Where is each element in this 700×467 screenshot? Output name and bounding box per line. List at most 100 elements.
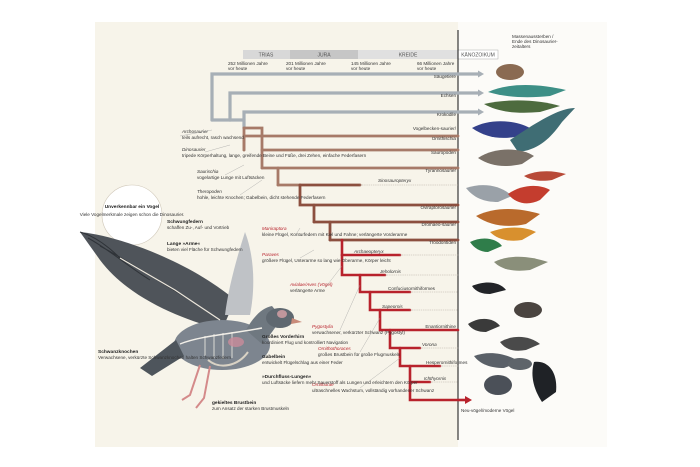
taxon-hesperornithiformes: Hesperornithiformes [426, 360, 468, 365]
pigeon-body [174, 320, 270, 370]
right-wing [225, 232, 254, 315]
ornithomimid-silhouette [466, 185, 512, 202]
lung-organ [228, 337, 244, 347]
trait-saurischia-title: Saurischia [197, 169, 219, 174]
pigeon-tail [140, 340, 184, 376]
taxon-saeugetiere: Säugetiere [434, 74, 457, 79]
bubble-text: Viele Vogelmerkmale zeigen schon die Din… [80, 212, 185, 217]
label-lange-arme-text: bieten viel Fläche für Schwungfedern [167, 247, 243, 252]
time-252: 252 Millionen Jahre [228, 61, 268, 66]
time-252-sub: vor heute [228, 66, 248, 71]
taxon-confuciusornithiformes: Confuciusornithiformes [388, 286, 436, 291]
label-schwungfedern-title: Schwungfedern [167, 219, 203, 225]
trait-pygostylia-title: Pygostylia [312, 324, 333, 329]
taxon-sauropoden: Sauropoden [431, 150, 456, 155]
time-66: 66 Millionen Jahre [417, 61, 455, 66]
time-145: 145 Millionen Jahre [351, 61, 391, 66]
arrow-saeugetiere [478, 70, 484, 78]
trait-dinosaurier-title: Dinosaurier [182, 147, 206, 152]
trait-ornithothoraces-text: großes Brustbein für große Flugmuskeln [318, 352, 401, 357]
sauropod-silhouette [510, 108, 575, 152]
trait-theropoden-text: hohle, leichte Knochen; Gabelbein, dicht… [197, 195, 326, 200]
trait-avialae-title: Avialae/Aves (Vögel) [289, 282, 333, 287]
taxon-ornithischia: Ornithischia [432, 136, 457, 141]
arrow-moderne-voegel [465, 396, 472, 404]
ornithischian-silhouette [472, 121, 530, 138]
period-bar: TRIAS JURA KREIDE KÄNOZOIKUM [243, 49, 499, 60]
taxon-krokodile: Krokodile [437, 112, 457, 117]
trait-ornithurae-title: Ornithurae [312, 382, 334, 387]
trait-maniraptora-title: Maniraptora [262, 226, 287, 231]
taxon-archaeopteryx: Archaeopteryx [353, 249, 384, 254]
phylogenetic-tree [210, 72, 480, 402]
label-vorderhirn-title: Großes Vorderhirn [262, 334, 304, 340]
ichthyornis-silhouette [508, 358, 532, 370]
extinction-label-3: zeitalters [512, 44, 531, 49]
jeholornis-silhouette [494, 256, 548, 271]
label-lungen-text: und Luftsäcke liefern mehr Sauerstoff al… [262, 380, 418, 385]
trait-maniraptora-text: kleine Flügel, Konturfedern mit Kiel und… [262, 232, 408, 237]
taxon-sapeornis: Sapeornis [382, 304, 403, 309]
taxon-vorona: Vorona [422, 342, 437, 347]
taxon-dromaeosaurier: Dromaeo-saurier [422, 222, 457, 227]
time-labels: 252 Millionen Jahre vor heute 201 Millio… [228, 61, 455, 71]
trait-theropoden-title: Theropoden [197, 189, 222, 194]
trait-paraves-text: größere Flügel, Unterarme so lang wie Ob… [262, 258, 391, 263]
taxon-troodontiden: Troodontiden [429, 240, 456, 245]
taxon-enantiornithine: Enantiornithine [425, 324, 456, 329]
enantiornithine-silhouette [468, 318, 500, 332]
taxon-oviraptorosaurier: Oviraptorosaurier [421, 205, 457, 210]
arrow-echsen [478, 89, 484, 97]
label-schwanzknochen-text: Verwachsene, verkürzte Schwanzknochen ha… [98, 355, 231, 360]
modern-bird-silhouette-1 [484, 375, 512, 395]
pigeon-legs [181, 364, 211, 409]
period-trias: TRIAS [259, 53, 274, 59]
skeleton-keel [207, 351, 249, 367]
label-vorderhirn-text: koordiniert Flug und kontrolliert Naviga… [262, 340, 348, 345]
taxon-labels: Säugetiere Echsen Krokodile Vogelbecken-… [353, 74, 514, 413]
pigeon-illustration [79, 231, 302, 409]
wing-bone [119, 257, 221, 321]
trait-ornithurae-text: ultraschnelles Wachstum, vollständig vor… [312, 388, 435, 393]
brain-organ [277, 310, 287, 318]
trait-paraves-title: Paraves [262, 252, 280, 257]
period-jura: JURA [317, 53, 331, 59]
small-theropod-silhouette [524, 171, 566, 181]
label-schwungfedern-text: schaffen Zu-, Auf- und Vortrieb [167, 225, 230, 230]
period-kreide: KREIDE [399, 53, 418, 59]
bubble-title: Unverkennbar ein Vogel [105, 204, 160, 210]
time-66-sub: vor heute [417, 66, 437, 71]
lizard-silhouette [488, 85, 566, 98]
taxon-ichthyornis: Ichthyornis [424, 376, 447, 381]
modern-bird-silhouette-2 [532, 361, 557, 402]
label-schwanzknochen-title: Schwanzknochen [98, 349, 138, 355]
taxon-vogelbecken: Vogelbecken-saurier/ [413, 126, 457, 131]
trait-archosaurier-text: teils aufrecht, rasch wachsend [182, 135, 244, 140]
troodontid-silhouette [490, 227, 536, 241]
animal-silhouettes [466, 64, 575, 402]
label-gabelbein-title: Gabelbein [262, 354, 285, 360]
trait-dinosaurier-text: tripede Körperhaltung, lange, greifende … [182, 153, 367, 158]
extinction-label-2: Ende des Dinosaurier- [512, 39, 558, 44]
label-brustbein-title: gekieltes Brustbein [212, 400, 256, 406]
skeleton-spine [179, 327, 263, 345]
leader-lines [179, 129, 401, 389]
time-201-sub: vor heute [286, 66, 306, 71]
tyrannosaur-silhouette [478, 149, 534, 166]
confuciusornis-silhouette [472, 282, 506, 294]
oviraptor-silhouette [508, 185, 550, 204]
archaeopteryx-silhouette [470, 238, 502, 252]
label-lange-arme-title: Lange »Arme« [167, 241, 200, 247]
crocodile-silhouette [484, 100, 560, 113]
trait-archosaurier-title: Archosaurier [181, 129, 209, 134]
taxon-tyrannosaurier: Tyrannosaurier [425, 168, 456, 173]
trait-labels: Archosaurier teils aufrecht, rasch wachs… [181, 129, 435, 393]
taxon-echsen: Echsen [441, 93, 457, 98]
pigeon-beak [291, 318, 302, 324]
trait-avialae-text: verlängerte Arme [290, 288, 325, 293]
label-gabelbein-text: entwickelt Flügelschlag aus einer Feder [262, 360, 343, 365]
trait-ornithothoraces-title: Ornithothoraces [318, 346, 351, 351]
extinction-label-1: Massenaussterben / [512, 34, 554, 39]
taxon-jeholornis: Jeholornis [379, 269, 402, 274]
